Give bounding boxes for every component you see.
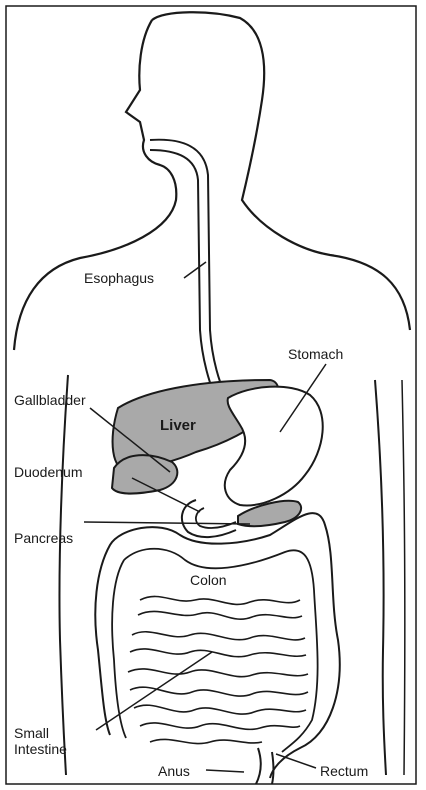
pancreas-label: Pancreas xyxy=(14,530,73,546)
anus-leader xyxy=(206,770,244,772)
esophagus-tube xyxy=(150,140,226,395)
esophagus-tube-inner xyxy=(150,150,216,398)
gallbladder-label: Gallbladder xyxy=(14,392,86,408)
right-arm-line xyxy=(375,380,386,775)
small-intestine-label: Small Intestine xyxy=(14,725,84,757)
gallbladder-shape xyxy=(112,455,177,493)
right-arm-inner xyxy=(402,380,405,775)
duodenum-shape xyxy=(182,500,236,537)
colon-label: Colon xyxy=(190,572,227,588)
esophagus-label: Esophagus xyxy=(84,270,154,286)
duodenum-label: Duodenum xyxy=(14,464,83,480)
liver-label: Liver xyxy=(160,418,196,434)
stomach-shape xyxy=(225,387,323,506)
rectum-shape xyxy=(256,748,274,784)
body-outline xyxy=(14,12,410,350)
rectum-label: Rectum xyxy=(320,763,368,779)
stomach-label: Stomach xyxy=(288,346,343,362)
anus-label: Anus xyxy=(158,763,190,779)
left-arm-line xyxy=(59,375,68,775)
esophagus-leader xyxy=(184,262,206,278)
duodenum-shape-inner xyxy=(196,508,236,528)
small-intestine-coils xyxy=(128,596,308,743)
pancreas-leader xyxy=(84,522,250,524)
